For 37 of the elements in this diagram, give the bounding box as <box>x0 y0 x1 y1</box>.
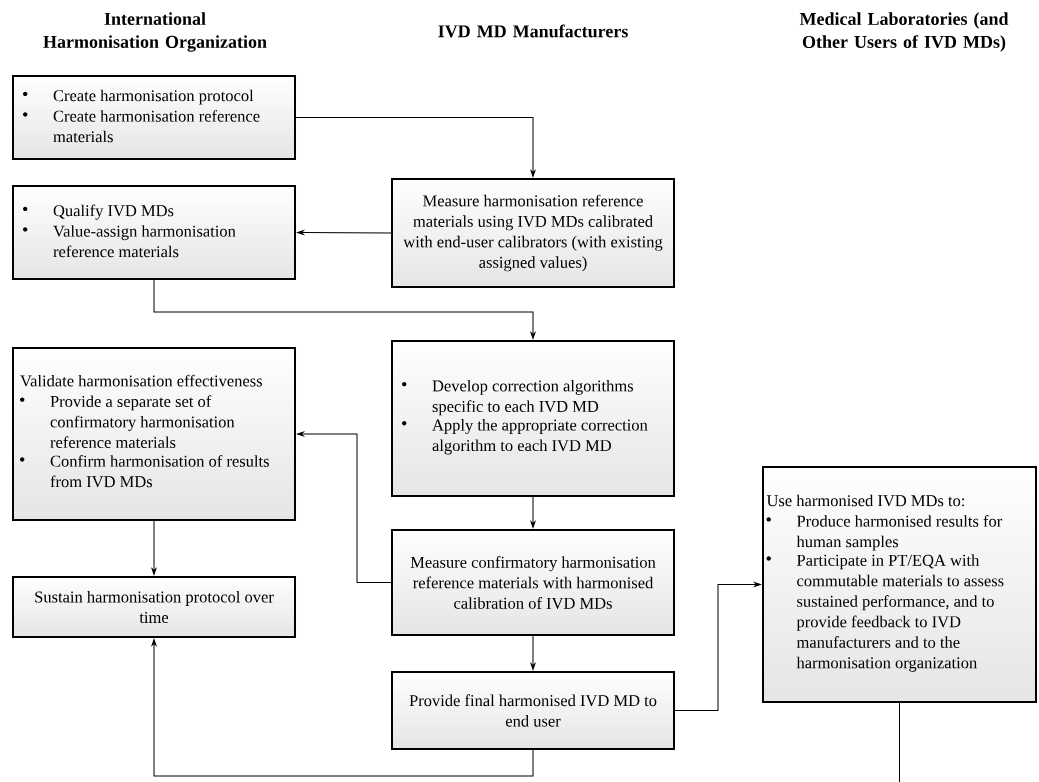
column-heading: IVD MD Manufacturers <box>438 24 628 38</box>
bullet-text: Qualify IVD MDs <box>53 204 174 220</box>
bullet-text: Create harmonisation reference materials <box>53 110 260 143</box>
bullet-text: Confirm harmonisation of results from IVD MDs <box>50 455 269 488</box>
arrow <box>530 496 536 528</box>
arrow <box>295 117 536 177</box>
box-text: Measure confirmatory harmonisation reference materials with harmonised calibration of IVD MDs <box>410 556 656 609</box>
process-box <box>391 671 675 750</box>
bullet-text: Value-assign harmonisation reference materials <box>53 225 236 258</box>
box-text: Sustain harmonisation protocol over time <box>35 590 274 624</box>
process-box <box>12 347 296 521</box>
bullet-text: Participate in PT/EQA with commutable materials to assess sustained performance, and to provide feedback to IVD manufacturers and to the harmonisation organization <box>796 554 1004 672</box>
process-box <box>391 340 675 497</box>
bullet-text: Develop correction algorithms specific to each IVD MD <box>432 379 633 416</box>
process-box <box>12 576 296 638</box>
box-heading: Use harmonised IVD MDs to: <box>766 494 965 507</box>
process-box <box>391 178 675 288</box>
arrow <box>297 230 392 235</box>
box-heading: Validate harmonisation effectiveness <box>20 374 262 387</box>
column-heading: International Harmonisation Organization <box>43 12 267 52</box>
process-box <box>12 185 296 280</box>
arrow <box>151 639 534 777</box>
bullet-text: Produce harmonised results for human samples <box>796 515 1003 551</box>
bullet-text: Create harmonisation protocol <box>53 89 254 105</box>
arrow <box>297 431 392 583</box>
arrow <box>151 520 157 575</box>
arrow <box>530 635 536 670</box>
bullet-text: Apply the appropriate correction algorithm to each IVD MD <box>432 419 648 455</box>
process-box <box>762 466 1037 703</box>
process-box <box>391 529 675 636</box>
arrow <box>674 582 761 711</box>
box-text: Measure harmonisation reference materials using IVD MDs calibrated with end-user calibrators (with existing assigned values) <box>403 194 663 272</box>
column-heading: Medical Laboratories (and Other Users of IVD MDs) <box>799 12 1009 52</box>
arrow <box>153 279 536 339</box>
bullet-text: Provide a separate set of confirmatory harmonisation reference materials <box>50 395 235 448</box>
process-box <box>12 75 296 160</box>
box-text: Provide final harmonised IVD MD to end user <box>409 694 657 727</box>
